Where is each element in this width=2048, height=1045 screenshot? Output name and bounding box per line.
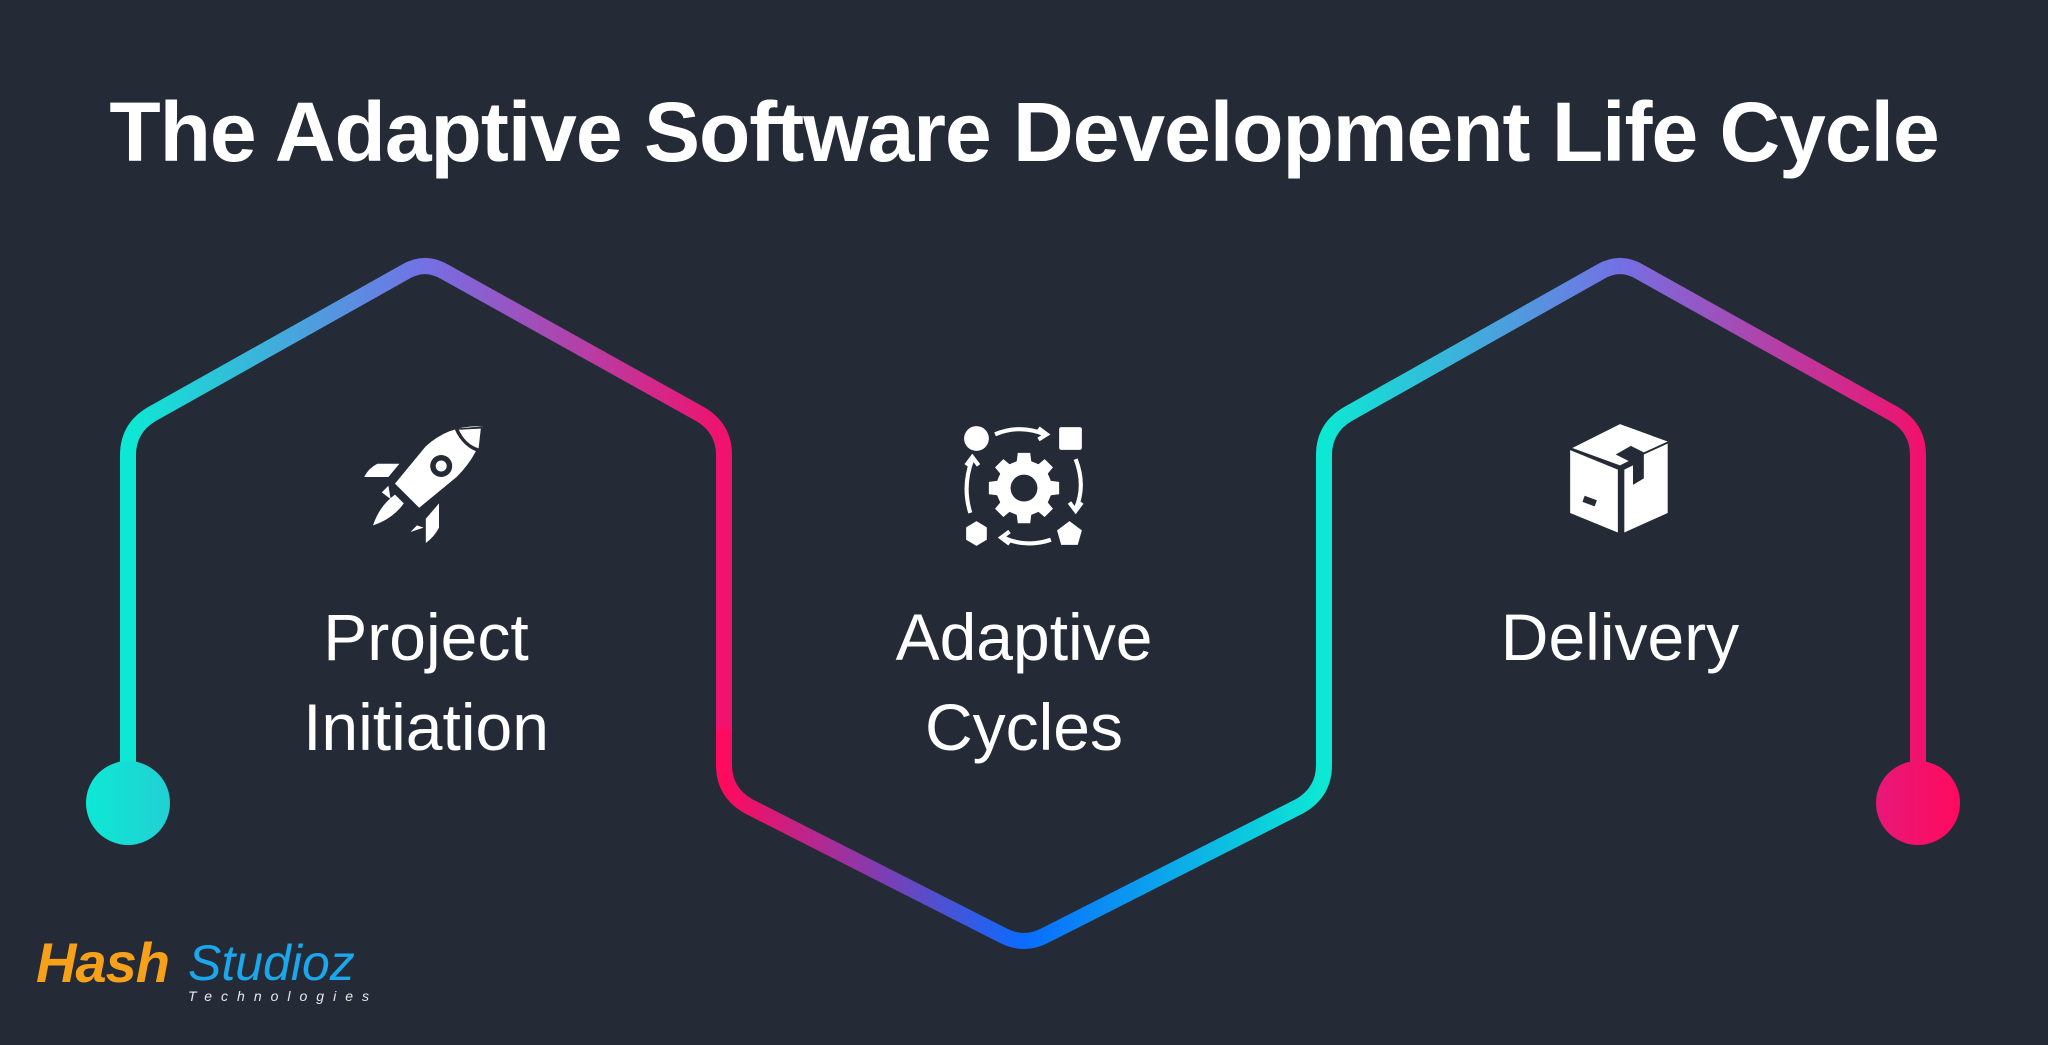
stage-label-line: Delivery	[1500, 600, 1740, 674]
stage-label-line: Initiation	[303, 690, 549, 764]
end-node	[1876, 761, 1960, 845]
start-node	[86, 761, 170, 845]
hexagon-right-outline	[1316, 258, 1926, 788]
stage-label-adaptive-cycles: Adaptive Cycles	[814, 592, 1234, 772]
rocket-icon	[364, 426, 483, 543]
process-cycle-gear-icon	[964, 426, 1084, 546]
logo-wordmark-studioz: Studioz	[188, 935, 355, 991]
package-box-icon	[1570, 424, 1668, 533]
stage-label-line: Cycles	[924, 690, 1124, 764]
stage-label-line: Project	[323, 600, 529, 674]
page-title: The Adaptive Software Development Life C…	[109, 85, 1939, 179]
hexagon-left-outline	[120, 258, 732, 788]
stage-label-project-initiation: Project Initiation	[216, 592, 636, 772]
stage-label-line: Adaptive	[895, 600, 1153, 674]
hexagon-middle-outline	[716, 447, 1332, 949]
logo-tagline: Technologies	[188, 988, 378, 1004]
logo-wordmark-hash: Hash	[36, 931, 170, 994]
stage-label-delivery: Delivery	[1410, 592, 1830, 682]
hashstudioz-logo: Hash Studioz Technologies	[36, 930, 376, 1010]
